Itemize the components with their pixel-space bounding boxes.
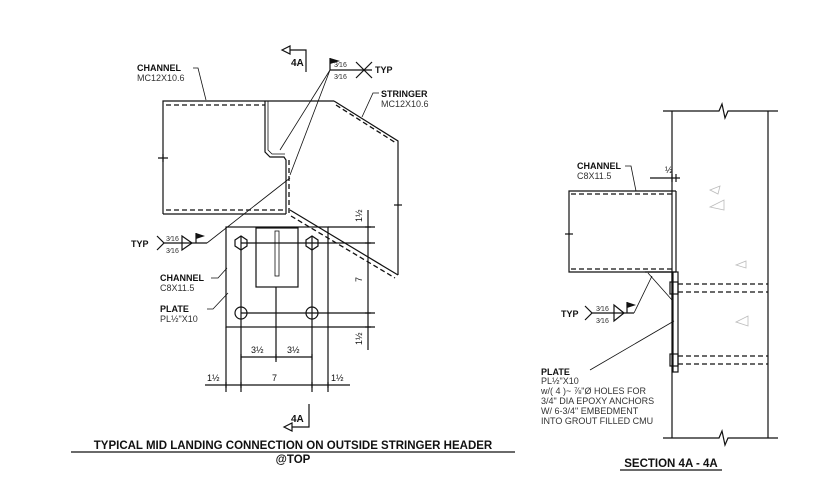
label-plate-section: PLATE bbox=[541, 367, 570, 377]
dim-right: 1½ 7 1½ bbox=[328, 209, 375, 350]
label-channel-c8: CHANNEL bbox=[160, 273, 205, 283]
label-channel-section-spec: C8X11.5 bbox=[577, 171, 611, 181]
label-channel-c8-spec: C8X11.5 bbox=[160, 283, 194, 293]
detail-subtitle-left: @TOP bbox=[276, 454, 311, 466]
label-plate-spec: PL½"X10 bbox=[160, 314, 198, 324]
label-plate-line-5: INTO GROUT FILLED CMU bbox=[541, 416, 653, 426]
dim-bottom-left: 1½ bbox=[207, 373, 220, 383]
plate-outline bbox=[225, 226, 329, 328]
dim-right-bottom: 1½ bbox=[354, 332, 364, 345]
label-plate-line-2: w/( 4 )~ ⅞"Ø HOLES FOR bbox=[540, 386, 646, 396]
channel-c8-section bbox=[565, 190, 677, 273]
label-channel-section: CHANNEL bbox=[577, 161, 622, 171]
label-channel-top: CHANNEL bbox=[137, 63, 182, 73]
weld-top-size-upper: 3⁄16 bbox=[334, 62, 347, 69]
dim-bottom-mid: 7 bbox=[272, 373, 277, 383]
section-marker-bottom-label: 4A bbox=[291, 414, 304, 425]
label-stringer: STRINGER bbox=[381, 89, 428, 99]
weld-symbol-top: 3⁄16 3⁄16 TYP bbox=[279, 58, 393, 176]
epoxy-anchors bbox=[669, 281, 768, 367]
label-plate: PLATE bbox=[160, 304, 189, 314]
dim-gap: ½ bbox=[665, 165, 673, 175]
plate-section bbox=[672, 271, 679, 373]
weld-left-size-upper: 3⁄16 bbox=[166, 236, 179, 243]
right-detail: ½ CHANNEL C8X11.5 PLATE PL½"X10 w/( 4 )~… bbox=[540, 102, 778, 471]
label-plate-line-1: PL½"X10 bbox=[541, 376, 579, 386]
channel-mc12-top bbox=[158, 100, 334, 215]
label-plate-line-4: W/ 6-3/4" EMBEDMENT bbox=[541, 406, 639, 416]
weld-section-size-upper: 3⁄16 bbox=[596, 306, 609, 313]
dim-bottom: 3½ 3½ 1½ 7 1½ bbox=[205, 345, 350, 388]
section-marker-top: 4A bbox=[280, 45, 307, 72]
channel-c8-stub bbox=[255, 227, 299, 288]
weld-symbol-left: 3⁄16 3⁄16 TYP bbox=[131, 177, 291, 255]
label-channel-top-spec: MC12X10.6 bbox=[137, 73, 185, 83]
left-detail: 1½ 7 1½ 3½ 3½ 1½ 7 1½ CHANNEL MC12X10.6 … bbox=[71, 45, 515, 466]
stringer-mc12 bbox=[289, 100, 402, 279]
dim-right-mid: 7 bbox=[354, 277, 364, 282]
weld-top-size-lower: 3⁄16 bbox=[334, 74, 347, 81]
weld-section-note: TYP bbox=[561, 309, 579, 319]
dim-bottom-inner-left: 3½ bbox=[251, 345, 264, 355]
detail-title-right: SECTION 4A - 4A bbox=[624, 458, 718, 470]
weld-left-size-lower: 3⁄16 bbox=[166, 248, 179, 255]
dim-bottom-right: 1½ bbox=[331, 373, 344, 383]
weld-section-size-lower: 3⁄16 bbox=[596, 318, 609, 325]
section-marker-top-label: 4A bbox=[291, 58, 304, 69]
label-plate-line-3: 3/4" DIA EPOXY ANCHORS bbox=[541, 396, 654, 406]
weld-symbol-section: 3⁄16 3⁄16 TYP bbox=[561, 275, 653, 325]
cmu-wall bbox=[663, 102, 778, 447]
weld-left-note: TYP bbox=[131, 239, 149, 249]
section-marker-bottom: 4A bbox=[282, 404, 310, 432]
dim-bottom-inner-right: 3½ bbox=[287, 345, 300, 355]
detail-title-left: TYPICAL MID LANDING CONNECTION ON OUTSID… bbox=[94, 440, 493, 452]
dim-right-top: 1½ bbox=[354, 209, 364, 222]
label-stringer-spec: MC12X10.6 bbox=[381, 99, 429, 109]
weld-top-note: TYP bbox=[375, 65, 393, 75]
